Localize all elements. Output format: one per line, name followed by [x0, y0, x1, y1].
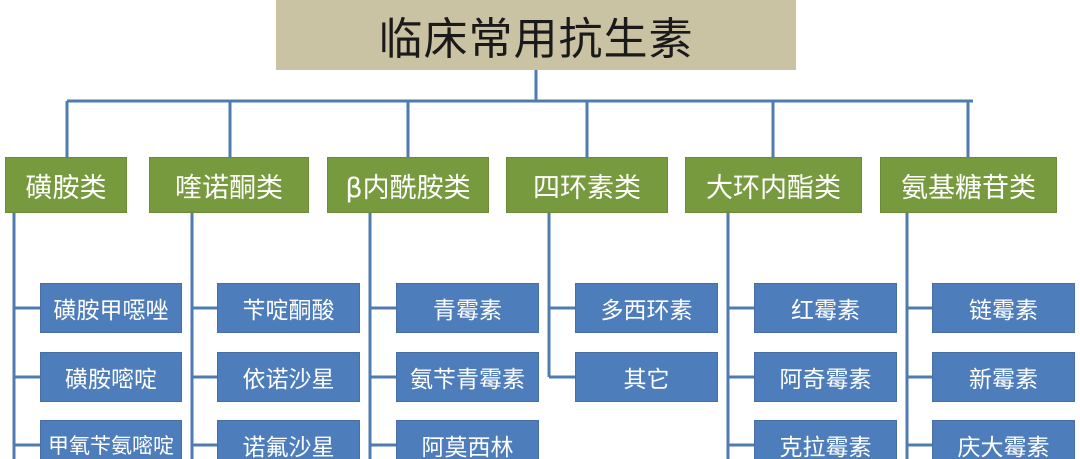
root-title: 临床常用抗生素 — [276, 0, 796, 70]
drug-quinolone-1: 苄啶酮酸 — [217, 283, 360, 333]
drug-clarithromycin: 克拉霉素 — [754, 420, 897, 459]
drug-enoxacin: 依诺沙星 — [217, 352, 360, 402]
drug-norfloxacin: 诺氟沙星 — [217, 420, 360, 459]
drug-trimethoprim: 甲氧苄氨嘧啶 — [40, 420, 182, 459]
drug-neomycin: 新霉素 — [932, 352, 1075, 402]
drug-amoxicillin: 阿莫西林 — [396, 420, 539, 459]
drug-ampicillin: 氨苄青霉素 — [396, 352, 539, 402]
category-sulfonamides: 磺胺类 — [5, 157, 127, 213]
drug-sulfadiazine: 磺胺嘧啶 — [40, 352, 182, 402]
drug-others: 其它 — [575, 352, 718, 402]
drug-gentamicin: 庆大霉素 — [932, 420, 1075, 459]
drug-penicillin: 青霉素 — [396, 283, 539, 333]
drug-streptomycin: 链霉素 — [932, 283, 1075, 333]
category-aminoglycosides: 氨基糖苷类 — [880, 157, 1057, 213]
drug-sulfamethoxazole: 磺胺甲噁唑 — [40, 283, 182, 333]
category-beta-lactams: β内酰胺类 — [327, 157, 489, 213]
drug-azithromycin: 阿奇霉素 — [754, 352, 897, 402]
drug-doxycycline: 多西环素 — [575, 283, 718, 333]
category-tetracyclines: 四环素类 — [506, 157, 668, 213]
drug-erythromycin: 红霉素 — [754, 283, 897, 333]
category-macrolides: 大环内酯类 — [685, 157, 862, 213]
category-quinolones: 喹诺酮类 — [149, 157, 309, 213]
